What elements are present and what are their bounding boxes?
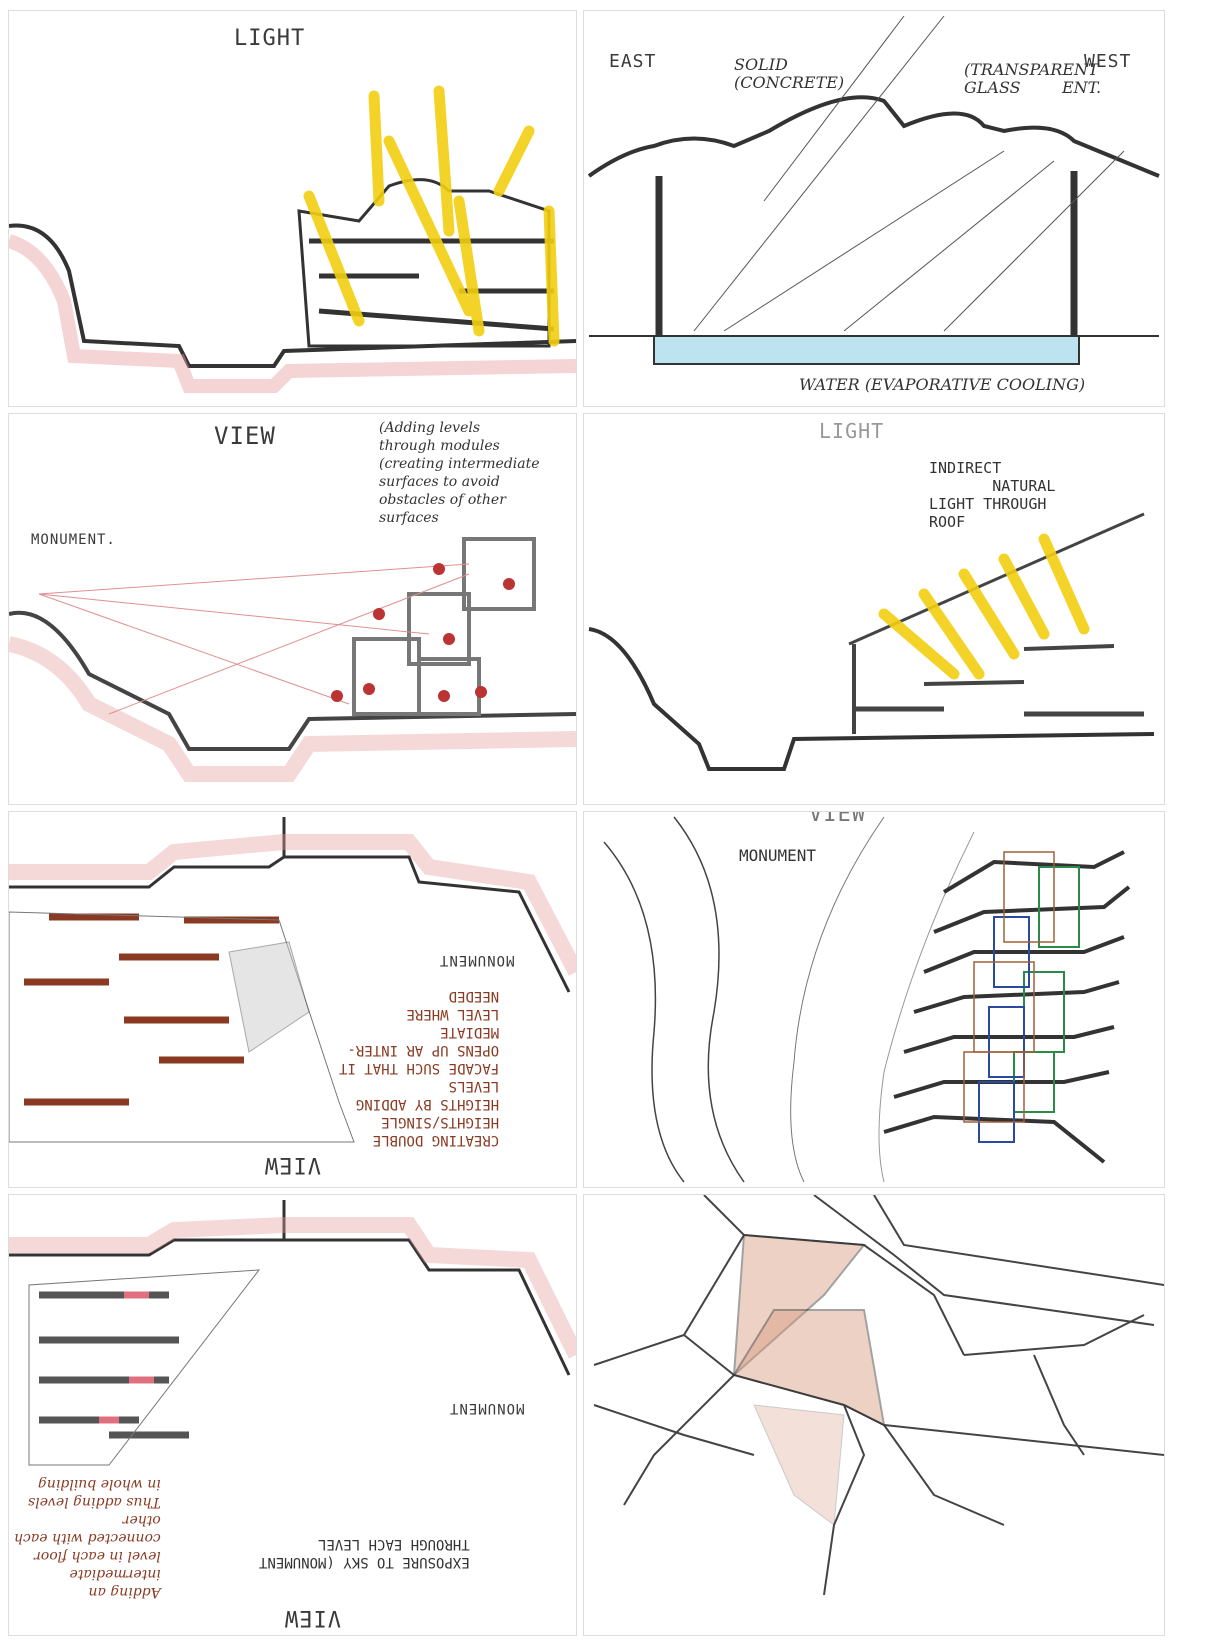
card-title: VIEW	[284, 1605, 341, 1630]
card-title: VIEW	[214, 422, 276, 450]
sketch-card-intermediate-levels: VIEW MONUMENT EXPOSURE TO SKY (MONUMENT …	[8, 1194, 577, 1636]
sketch-card-double-heights: VIEW MONUMENT CREATING DOUBLE HEIGHTS/SI…	[8, 811, 577, 1188]
view-plan-drawing	[584, 812, 1164, 1187]
intermediate-level-note: Adding an intermediate level in each flo…	[14, 1475, 161, 1601]
card-title: VIEW	[809, 811, 866, 827]
adding-levels-note: (Adding levels through modules (creating…	[379, 419, 540, 527]
monument-label: MONUMENT	[439, 952, 514, 968]
card-title: LIGHT	[234, 26, 305, 51]
water-label: WATER (EVAPORATIVE COOLING)	[799, 376, 1085, 394]
sketch-card-view-plan: VIEW MONUMENT	[583, 811, 1165, 1188]
east-label: EAST	[609, 51, 656, 72]
card-title: LIGHT	[819, 419, 884, 443]
sketch-card-indirect-light: LIGHT INDIRECT NATURAL LIGHT THROUGH ROO…	[583, 413, 1165, 805]
light-section-drawing	[9, 11, 576, 406]
indirect-light-note: INDIRECT NATURAL LIGHT THROUGH ROOF	[929, 459, 1055, 531]
sketch-card-roof-section: EAST WEST SOLID (CONCRETE) (TRANSPARENT …	[583, 10, 1165, 407]
sketch-card-light-section: LIGHT	[8, 10, 577, 407]
transparent-glass-label-end: ENT.	[1062, 79, 1101, 97]
indirect-light-drawing	[584, 414, 1164, 804]
structure-drawing	[584, 1195, 1164, 1635]
exposure-note: EXPOSURE TO SKY (MONUMENT THROUGH EACH L…	[259, 1535, 470, 1571]
card-title: VIEW	[264, 1152, 321, 1177]
monument-label: MONUMENT	[449, 1400, 524, 1416]
sketch-card-structure	[583, 1194, 1165, 1636]
sketch-card-view-modules: VIEW MONUMENT. (Adding levels through mo…	[8, 413, 577, 805]
monument-label: MONUMENT.	[31, 532, 116, 548]
double-heights-note: CREATING DOUBLE HEIGHTS/SINGLE HEIGHTS B…	[339, 987, 499, 1149]
solid-concrete-label: SOLID (CONCRETE)	[734, 56, 844, 92]
monument-label: MONUMENT	[739, 847, 816, 865]
